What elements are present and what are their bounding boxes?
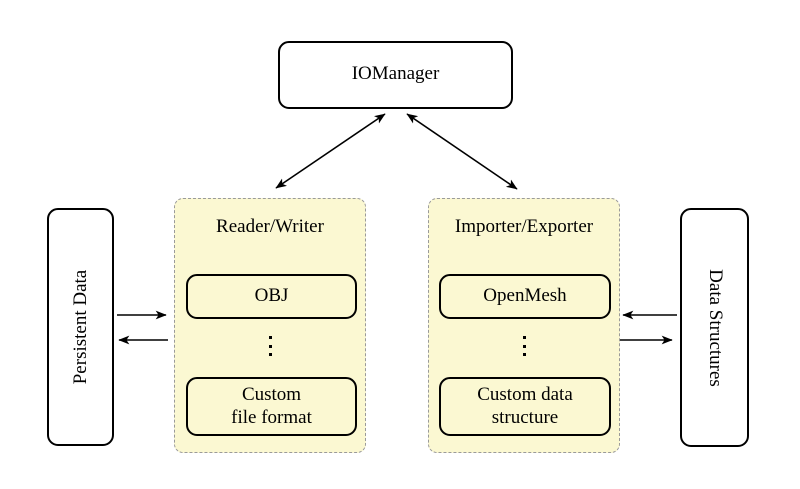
importer-exporter-group: Importer/Exporter OpenMesh Custom data s…	[428, 198, 620, 453]
openmesh-node: OpenMesh	[439, 274, 611, 319]
obj-label: OBJ	[254, 285, 289, 307]
obj-node: OBJ	[186, 274, 357, 319]
importer-exporter-title: Importer/Exporter	[454, 216, 594, 237]
custom-file-format-line1: Custom	[241, 383, 302, 405]
vdots-icon	[429, 336, 619, 356]
custom-data-structure-line2: structure	[491, 406, 559, 428]
custom-data-structure-node: Custom data structure	[439, 377, 611, 436]
data-structures-label: Data Structures	[704, 268, 726, 387]
vdots-icon	[175, 336, 365, 356]
custom-data-structure-line1: Custom data	[477, 383, 573, 405]
arrow-iomanager-readerwriter	[275, 113, 386, 189]
persistent-data-label: Persistent Data	[69, 269, 91, 385]
data-structures-node: Data Structures	[680, 208, 749, 447]
reader-writer-group: Reader/Writer OBJ Custom file format	[174, 198, 366, 453]
openmesh-label: OpenMesh	[483, 285, 567, 307]
custom-file-format-line2: file format	[231, 406, 312, 428]
custom-file-format-node: Custom file format	[186, 377, 357, 436]
iomanager-node: IOManager	[278, 41, 513, 109]
persistent-data-node: Persistent Data	[47, 208, 114, 446]
arrow-iomanager-importerexporter	[406, 113, 518, 190]
reader-writer-title: Reader/Writer	[216, 216, 324, 237]
iomanager-label: IOManager	[351, 63, 440, 85]
